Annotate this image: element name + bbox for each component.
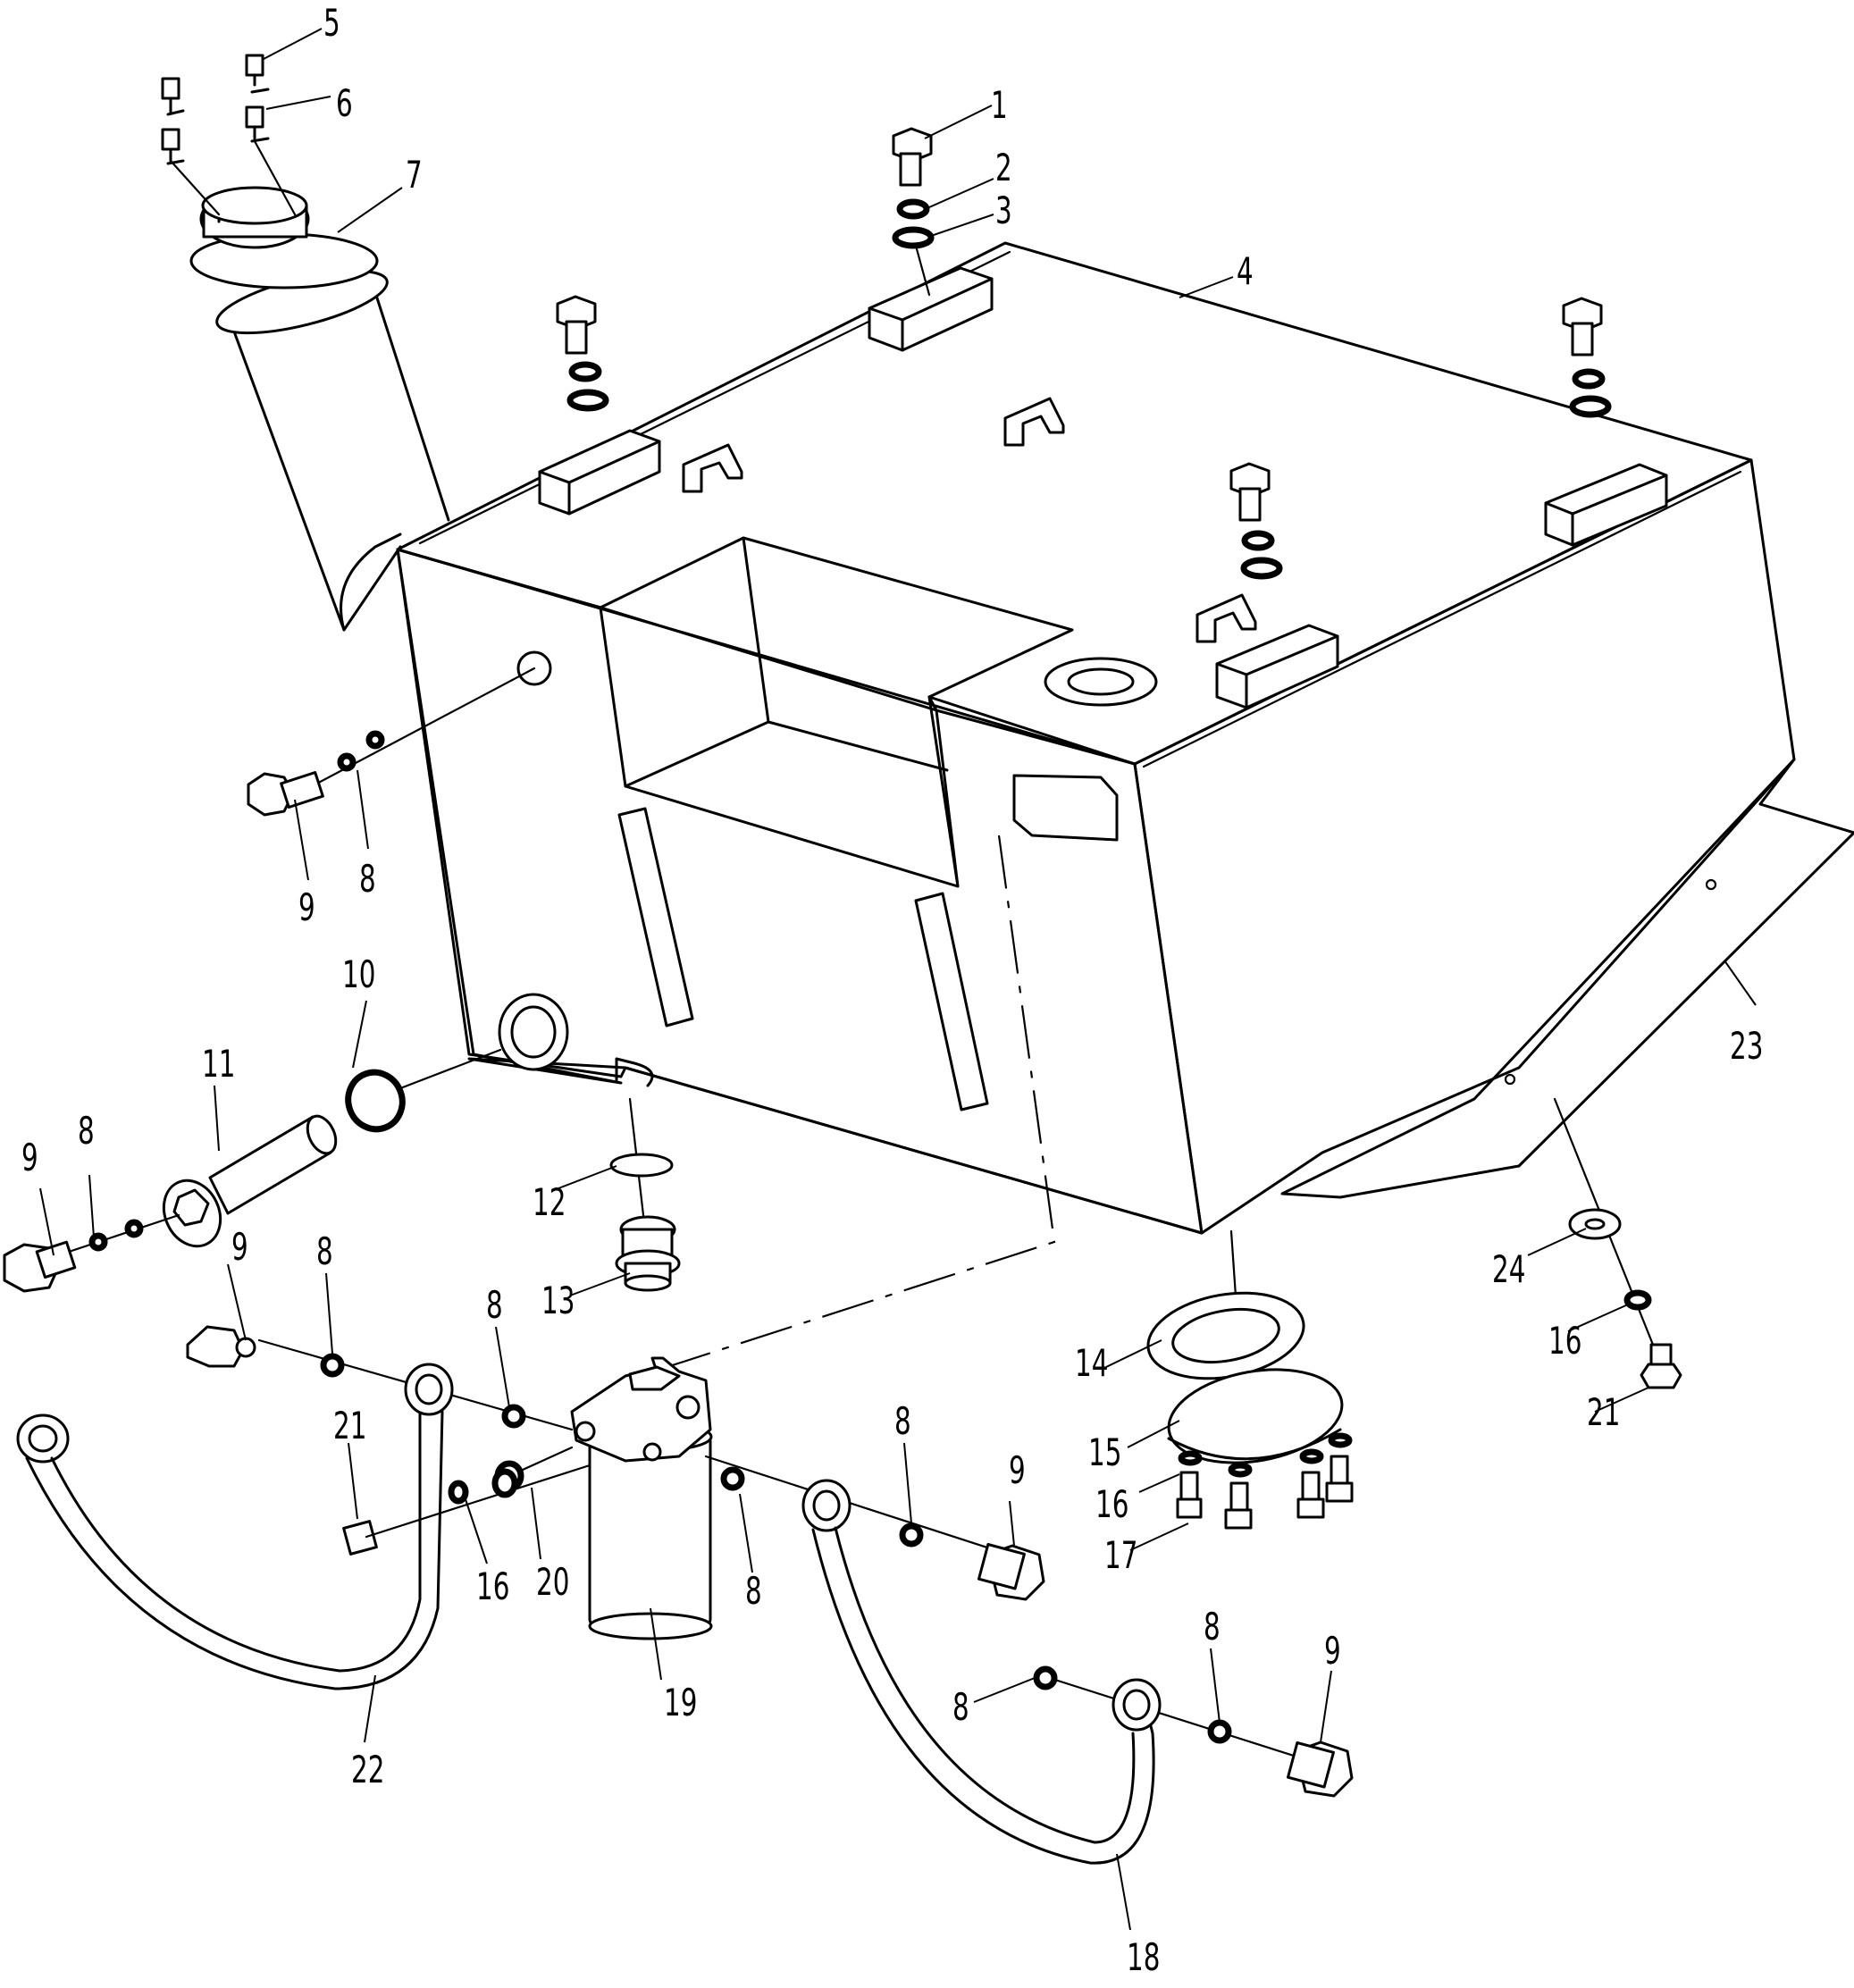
callout-8: 8 xyxy=(359,857,376,902)
callout-16: 16 xyxy=(1095,1482,1128,1527)
callout-24: 24 xyxy=(1492,1247,1525,1292)
tank-front-edge xyxy=(396,548,1204,1235)
callout-9: 9 xyxy=(21,1136,38,1180)
suction-filter xyxy=(3,1048,502,1293)
callout-9: 9 xyxy=(1009,1448,1026,1493)
cap-screws xyxy=(161,54,297,216)
callout-8: 8 xyxy=(316,1229,333,1274)
port-cover xyxy=(1146,1229,1354,1530)
tank-body xyxy=(215,241,1854,1235)
callout-1: 1 xyxy=(991,83,1008,128)
side-straps xyxy=(617,807,989,1111)
callout-3: 3 xyxy=(995,189,1012,233)
callout-21: 21 xyxy=(333,1404,366,1448)
top-bolts xyxy=(556,127,1612,580)
top-port xyxy=(1044,657,1158,707)
assembly-centerline xyxy=(625,835,1056,1382)
filler-cap xyxy=(189,186,379,289)
callout-17: 17 xyxy=(1104,1533,1137,1578)
callout-19: 19 xyxy=(664,1681,697,1725)
callout-8: 8 xyxy=(1204,1605,1221,1649)
callout-22: 22 xyxy=(351,1748,384,1792)
tank-top-recess xyxy=(599,536,1074,888)
callout-16: 16 xyxy=(476,1564,509,1609)
callout-9: 9 xyxy=(298,885,315,930)
callout-5: 5 xyxy=(323,1,340,46)
callout-20: 20 xyxy=(536,1560,569,1605)
mounting-blocks xyxy=(538,266,1668,842)
leader-lines xyxy=(39,28,1757,1931)
callout-7: 7 xyxy=(406,153,423,197)
callout-8: 8 xyxy=(894,1399,911,1444)
callout-9: 9 xyxy=(231,1225,248,1270)
filler-neck xyxy=(215,257,450,632)
callout-12: 12 xyxy=(533,1180,566,1225)
drain-plug xyxy=(609,1097,681,1292)
return-filter xyxy=(494,1356,713,1640)
callout-8: 8 xyxy=(486,1283,503,1328)
callout-4: 4 xyxy=(1237,249,1254,294)
callout-9: 9 xyxy=(1324,1629,1341,1673)
callout-11: 11 xyxy=(202,1042,235,1086)
plate-fastener xyxy=(1553,1097,1682,1389)
callout-21: 21 xyxy=(1587,1390,1620,1435)
callout-8: 8 xyxy=(745,1569,762,1614)
callout-16: 16 xyxy=(1548,1319,1581,1363)
left-hose xyxy=(16,1325,591,1690)
callout-18: 18 xyxy=(1127,1935,1160,1980)
callout-6: 6 xyxy=(336,81,353,126)
callout-labels: 1 2 3 4 5 6 7 8 9 10 11 8 9 12 13 14 15 … xyxy=(21,1,1763,1980)
bottom-plate xyxy=(1280,758,1854,1199)
callout-2: 2 xyxy=(995,146,1012,190)
callout-8: 8 xyxy=(78,1109,95,1153)
right-hose xyxy=(704,1455,1354,1865)
callout-13: 13 xyxy=(541,1279,575,1323)
callout-8: 8 xyxy=(952,1685,969,1730)
lifting-hooks xyxy=(682,397,1257,643)
callout-10: 10 xyxy=(342,952,375,997)
upper-banjo-bolt xyxy=(247,667,536,817)
callout-15: 15 xyxy=(1088,1430,1121,1475)
callout-23: 23 xyxy=(1730,1024,1763,1069)
callout-14: 14 xyxy=(1075,1341,1108,1386)
